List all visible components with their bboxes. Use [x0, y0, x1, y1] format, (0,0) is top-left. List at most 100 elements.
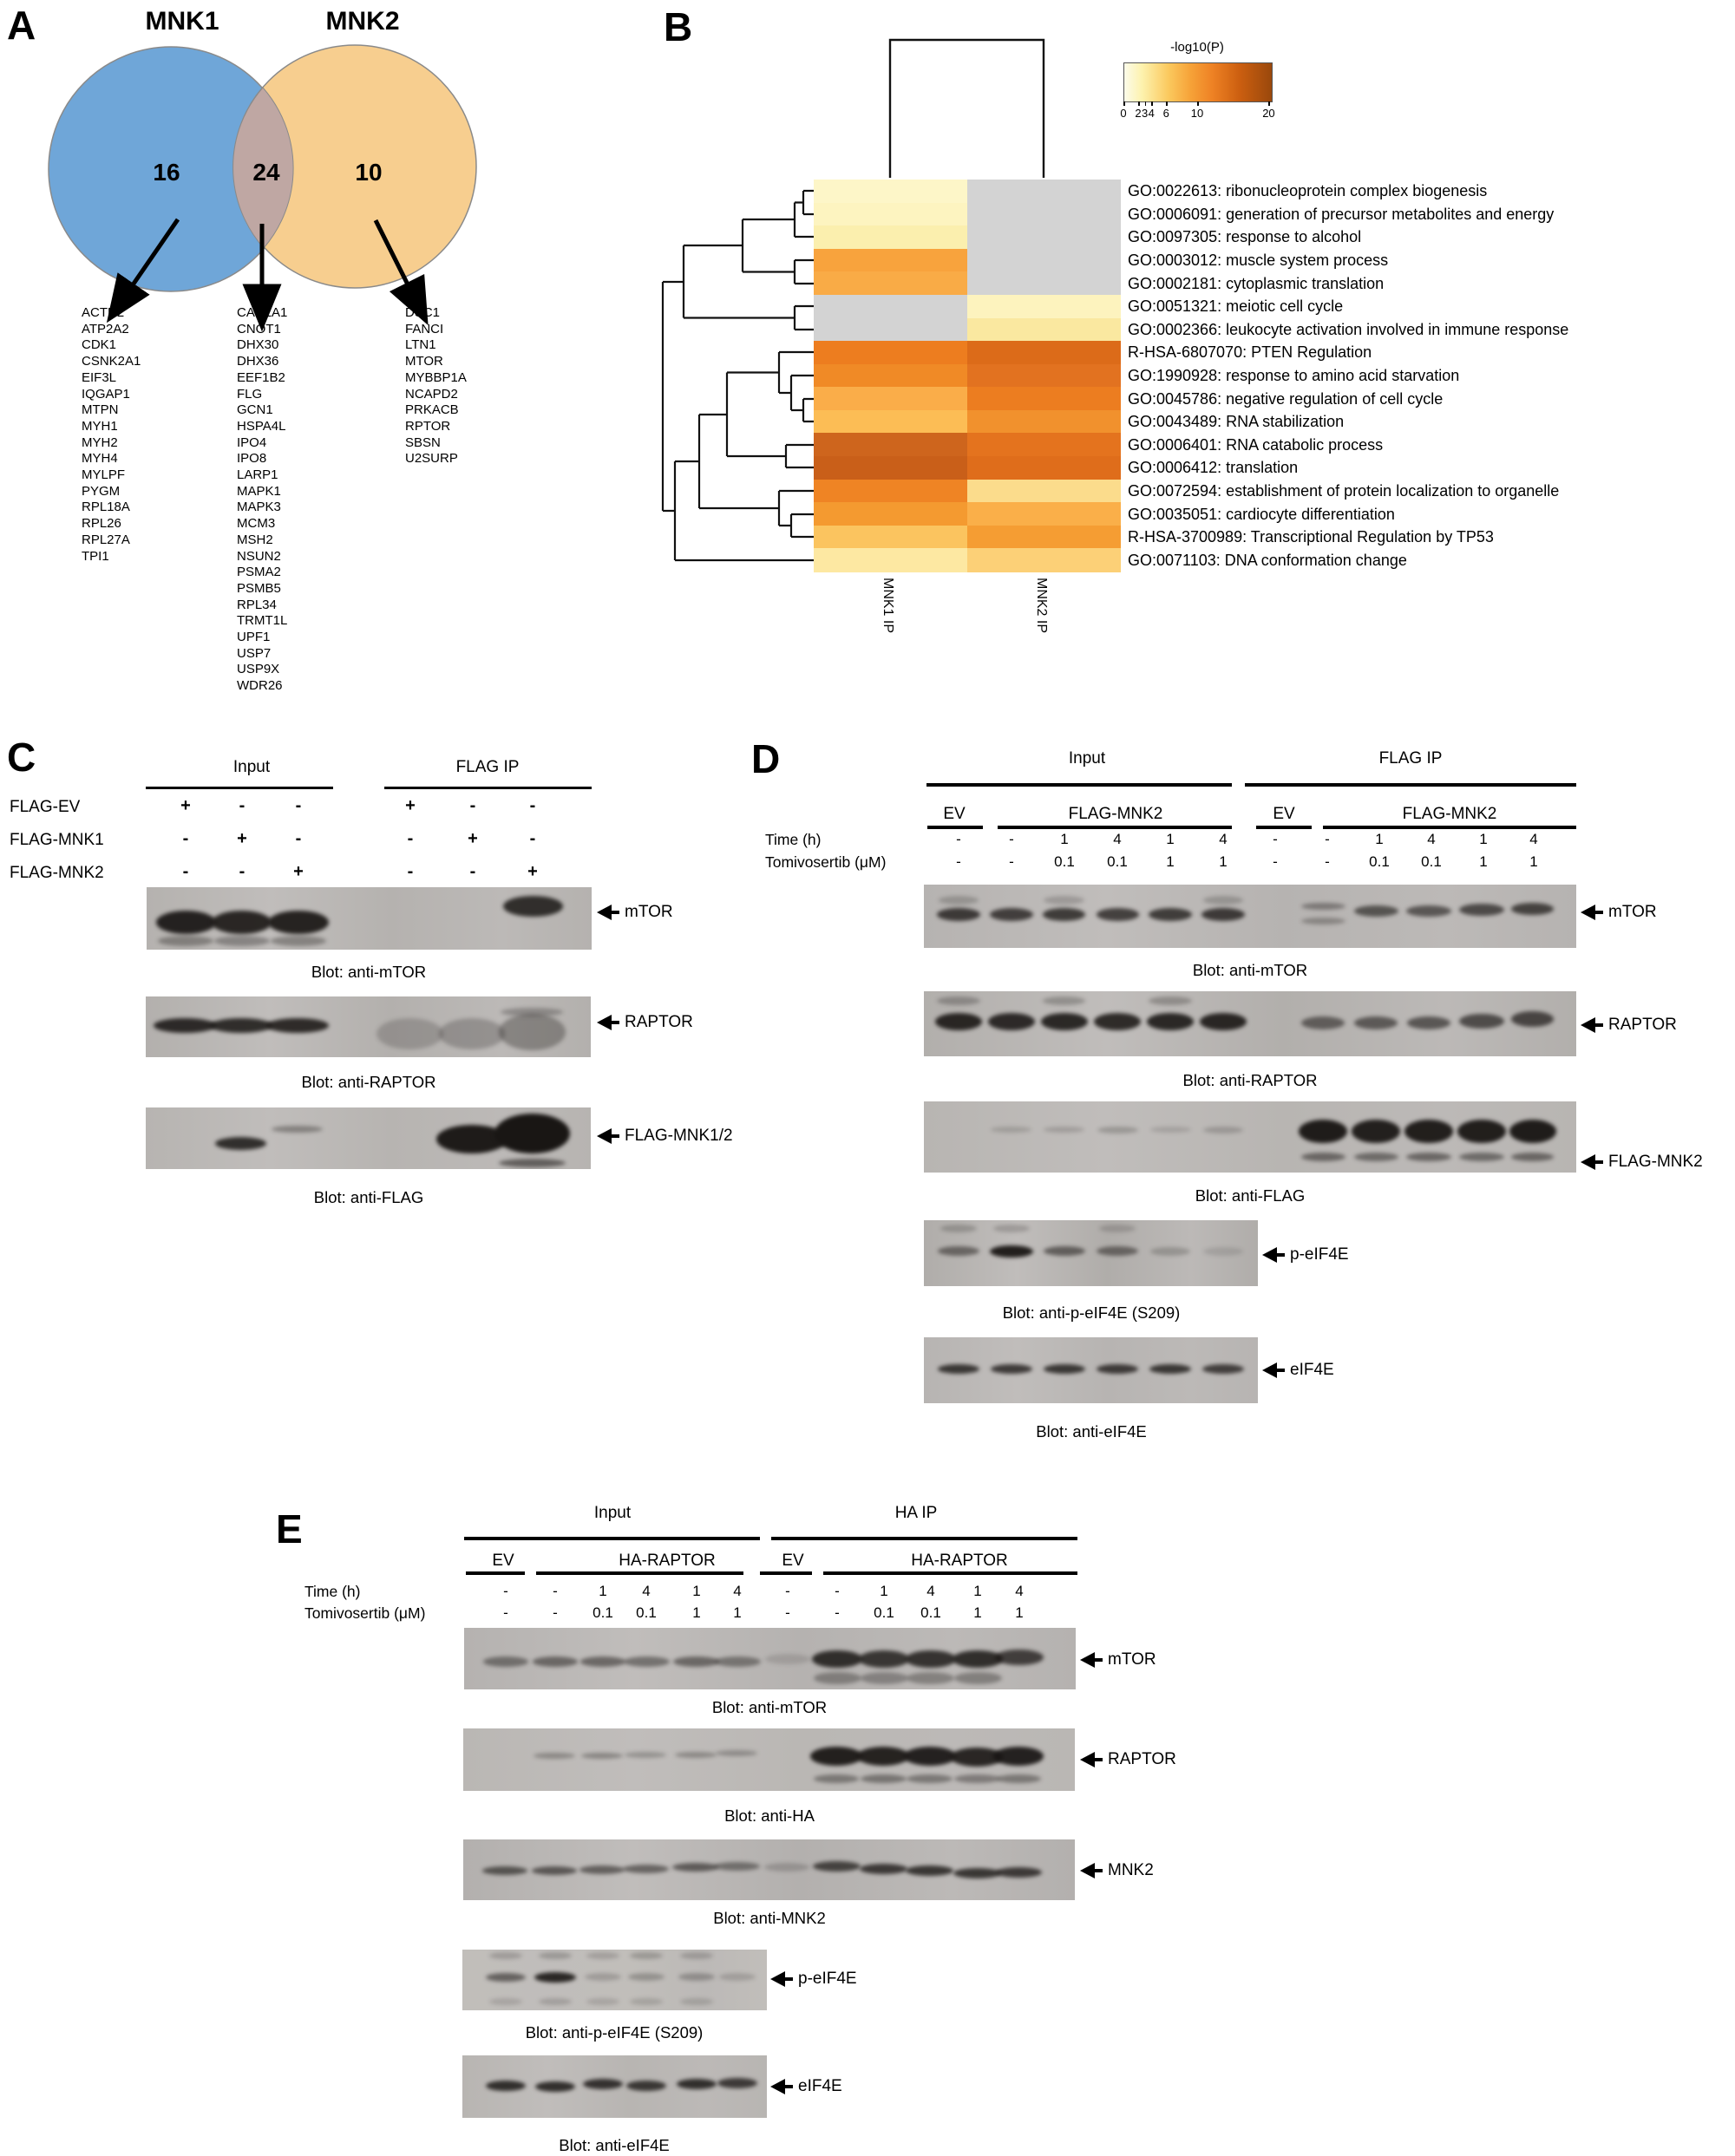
protein-band — [1200, 1012, 1247, 1030]
condition-value: 1 — [973, 1604, 982, 1621]
target-label: eIF4E — [1290, 1361, 1334, 1379]
protein-band — [937, 907, 980, 921]
protein-band — [673, 1656, 720, 1668]
protein-band — [1407, 1016, 1450, 1029]
protein-band — [677, 2079, 717, 2090]
blot-caption: Blot: anti-p-eIF4E (S209) — [1002, 1303, 1181, 1322]
target-arrow: p-eIF4E — [770, 1970, 857, 1989]
protein-band — [494, 1113, 570, 1153]
heatmap-row-label: GO:0071103: DNA conformation change — [1128, 551, 1407, 569]
condition-value: - — [553, 1583, 558, 1599]
protein-band — [857, 1746, 910, 1766]
arrowhead-icon — [1080, 1652, 1095, 1668]
target-arrow: eIF4E — [770, 2077, 842, 2096]
protein-band — [860, 1672, 908, 1685]
target-label: p-eIF4E — [1290, 1245, 1349, 1264]
blot-caption: Blot: anti-eIF4E — [1036, 1422, 1147, 1441]
protein-band — [481, 1866, 528, 1876]
condition-value: 4 — [1529, 831, 1538, 847]
protein-band — [1096, 1363, 1138, 1374]
target-label: mTOR — [1608, 903, 1657, 921]
subgroup-header: EV — [492, 1552, 514, 1570]
protein-band — [1509, 1119, 1556, 1143]
legend-tick-label: 4 — [1148, 107, 1155, 120]
heatmap-cell — [967, 271, 1121, 296]
target-arrow: RAPTOR — [597, 1013, 693, 1032]
protein-band — [1044, 895, 1084, 905]
condition-value: 0.1 — [593, 1604, 613, 1621]
venn-overlap-count: 24 — [252, 159, 280, 186]
protein-band — [1300, 1152, 1345, 1161]
subgroup-header: EV — [943, 805, 966, 823]
lane-sign: + — [237, 829, 247, 848]
heatmap-cell — [814, 525, 967, 549]
protein-band — [488, 1952, 523, 1959]
heatmap-cell — [967, 409, 1121, 434]
heatmap-cell — [967, 525, 1121, 549]
condition-value: - — [503, 1604, 508, 1621]
condition-value: 1 — [599, 1583, 607, 1599]
heatmap-cell — [814, 387, 967, 411]
panel-e-label: E — [276, 1506, 303, 1552]
protein-band — [1406, 905, 1451, 918]
lane-sign: - — [529, 829, 536, 848]
protein-band — [486, 2080, 526, 2091]
arrow-shaft — [612, 1021, 619, 1024]
lane-sign: - — [529, 796, 536, 815]
blot-caption: Blot: anti-p-eIF4E (S209) — [525, 2023, 704, 2042]
condition-value: 0.1 — [920, 1604, 941, 1621]
protein-band — [940, 1225, 978, 1233]
protein-band — [209, 1018, 272, 1034]
lane-sign: - — [182, 862, 189, 881]
protein-band — [937, 996, 980, 1006]
protein-band — [1096, 907, 1140, 921]
protein-band — [1299, 1119, 1348, 1143]
protein-band — [714, 1656, 761, 1668]
legend-tick-mark — [1123, 101, 1125, 106]
target-label: eIF4E — [798, 2077, 842, 2095]
protein-band — [272, 1125, 324, 1133]
condition-value: 1 — [692, 1604, 701, 1621]
heatmap-cell — [967, 548, 1121, 572]
heatmap-cell — [814, 248, 967, 272]
group-header: FLAG IP — [1378, 749, 1443, 768]
condition-value: 0.1 — [1369, 853, 1390, 870]
lane-sign: + — [293, 862, 304, 881]
blot-caption: Blot: anti-FLAG — [1195, 1186, 1306, 1205]
condition-value: - — [956, 853, 961, 870]
arrow-shaft — [1595, 1160, 1603, 1164]
condition-value: 4 — [926, 1583, 935, 1599]
protein-band — [1094, 1012, 1142, 1030]
heatmap-row-label: R-HSA-3700989: Transcriptional Regulatio… — [1128, 528, 1494, 546]
condition-value: - — [503, 1583, 508, 1599]
condition-value: 1 — [1166, 831, 1175, 847]
lane-sign: + — [468, 829, 478, 848]
protein-band — [718, 1973, 756, 1981]
protein-band — [994, 1650, 1044, 1666]
protein-band — [993, 1746, 1044, 1766]
protein-band — [376, 1018, 443, 1050]
legend-tick-label: 10 — [1190, 107, 1204, 120]
gene-list-shared: CAPZA1 CNOT1 DHX30 DHX36 EEF1B2 FLG GCN1… — [237, 305, 288, 694]
condition-value: 1 — [1015, 1604, 1024, 1621]
subgroup-underline — [466, 1571, 525, 1575]
heatmap-cell — [967, 363, 1121, 388]
condition-row-label: Time (h) — [765, 831, 822, 848]
heatmap-cell — [967, 248, 1121, 272]
panel-d-label: D — [751, 736, 781, 781]
arrowhead-icon — [1080, 1752, 1095, 1767]
protein-band — [629, 1997, 664, 2005]
protein-band — [812, 1860, 861, 1872]
protein-band — [674, 1751, 717, 1758]
target-label: mTOR — [625, 903, 673, 921]
subgroup-underline — [927, 826, 983, 829]
protein-band — [1098, 1225, 1136, 1233]
protein-band — [953, 1774, 1000, 1783]
protein-band — [583, 2079, 623, 2090]
legend-title: -log10(P) — [1170, 40, 1224, 55]
protein-band — [990, 1363, 1032, 1374]
blot-caption: Blot: anti-RAPTOR — [1182, 1071, 1318, 1089]
protein-band — [764, 1653, 811, 1664]
arrowhead-icon — [1581, 1017, 1595, 1033]
protein-band — [1459, 1152, 1504, 1161]
